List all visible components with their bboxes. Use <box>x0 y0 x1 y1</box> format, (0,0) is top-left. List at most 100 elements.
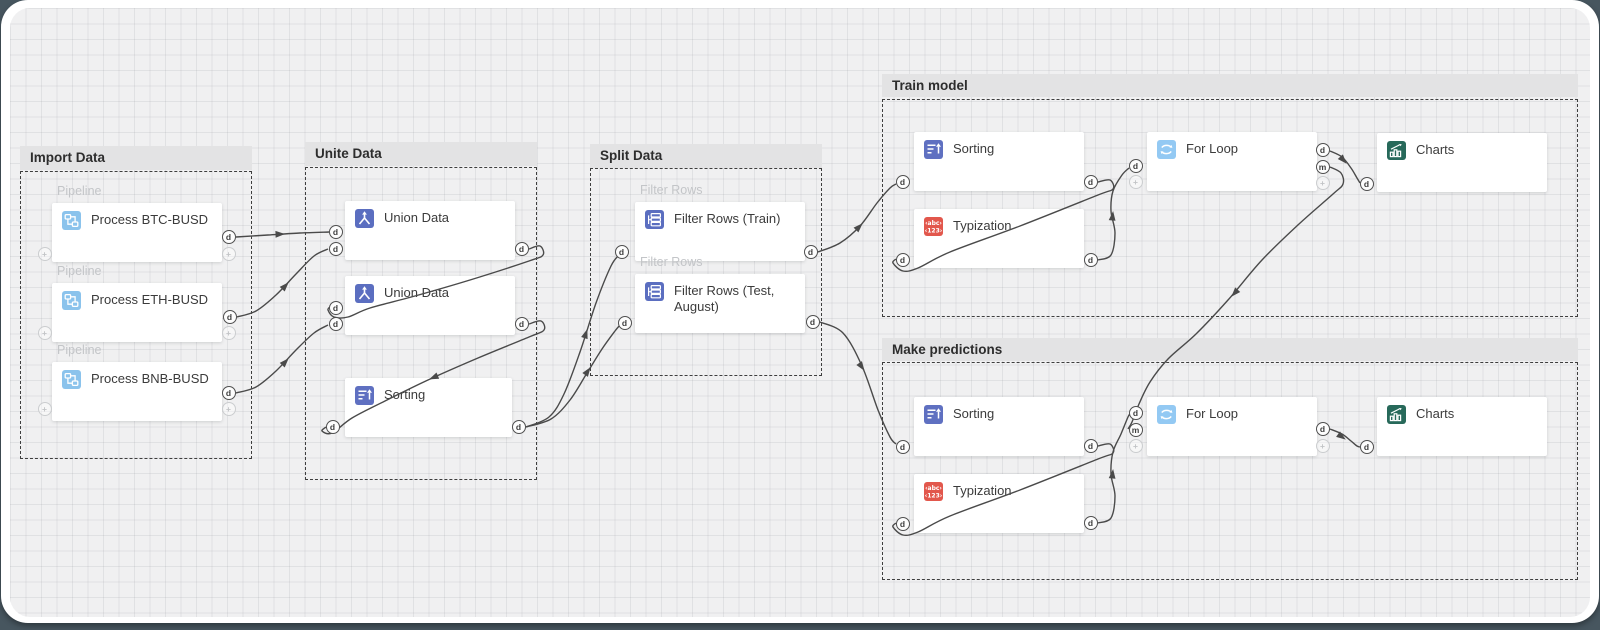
node-union-data-2[interactable]: Union Data <box>345 276 515 335</box>
svg-text:‹123›: ‹123› <box>925 492 943 499</box>
port-out-d-process-btc[interactable]: d <box>221 229 236 244</box>
node-ghost-label-filter-rows-train: Filter Rows <box>640 183 703 197</box>
node-label: Process BNB-BUSD <box>91 371 209 386</box>
union-icon <box>355 209 374 228</box>
connection-frtrain-to-tsort[interactable] <box>817 183 897 253</box>
port-out-d-sorting-unite[interactable]: d <box>511 419 526 434</box>
sorting-icon <box>924 405 943 424</box>
port-add-+-process-bnb[interactable]: + <box>221 401 236 416</box>
port-out-d-process-bnb[interactable]: d <box>221 385 236 400</box>
port-out-d-union-data-2[interactable]: d <box>514 316 529 331</box>
node-union-data-1[interactable]: Union Data <box>345 201 515 260</box>
pipeline-icon <box>62 370 81 389</box>
node-process-btc[interactable]: Process BTC-BUSD <box>52 203 222 262</box>
node-sorting-train[interactable]: Sorting <box>914 132 1084 191</box>
port-out-d-typization-pred[interactable]: d <box>1083 515 1098 530</box>
connection-tsort-to-ttyp[interactable] <box>892 179 1115 273</box>
node-forloop-pred[interactable]: For Loop <box>1147 397 1317 456</box>
group-header-make-predictions[interactable]: Make predictions <box>882 338 1578 361</box>
port-out-d-forloop-pred[interactable]: d <box>1315 421 1330 436</box>
port-add-+-forloop-pred[interactable]: + <box>1315 438 1330 453</box>
node-process-bnb[interactable]: Process BNB-BUSD <box>52 362 222 421</box>
port-out-d-sorting-pred[interactable]: d <box>1083 438 1098 453</box>
node-sorting-unite[interactable]: Sorting <box>345 378 512 437</box>
port-out-m-forloop-train[interactable]: m <box>1315 159 1330 174</box>
node-ghost-label-process-eth: Pipeline <box>57 264 102 278</box>
canvas-world: Import Data Unite Data Split Data Train mod… <box>10 8 1590 617</box>
connection-sorting-to-frtrain[interactable] <box>525 254 620 428</box>
group-header-import-data[interactable]: Import Data <box>20 146 252 170</box>
node-ghost-label-process-bnb: Pipeline <box>57 343 102 357</box>
port-in-d-union-data-2[interactable]: d <box>328 316 343 331</box>
port-in-m-forloop-pred[interactable]: m <box>1128 422 1143 437</box>
port-in-d-union-data-1[interactable]: d <box>328 224 343 239</box>
port-in-d-typization-train[interactable]: d <box>895 252 910 267</box>
node-label: Sorting <box>953 406 995 421</box>
node-filter-rows-test[interactable]: Filter Rows (Test, August) <box>635 274 805 333</box>
group-header-train-model[interactable]: Train model <box>882 74 1578 97</box>
port-add-+-forloop-pred[interactable]: + <box>1128 438 1143 453</box>
port-in-d-charts-train[interactable]: d <box>1359 176 1374 191</box>
port-out-d-filter-rows-train[interactable]: d <box>803 244 818 259</box>
group-box-make-predictions <box>882 362 1578 580</box>
port-in-d-sorting-pred[interactable]: d <box>895 439 910 454</box>
port-add-+-process-btc[interactable]: + <box>221 246 236 261</box>
connection-union2-to-sorting[interactable] <box>321 320 546 435</box>
pipeline-canvas[interactable]: Import Data Unite Data Split Data Train mod… <box>10 8 1590 617</box>
node-charts-pred[interactable]: Charts <box>1377 397 1547 456</box>
port-add-+-forloop-train[interactable]: + <box>1128 174 1143 189</box>
port-in-d-sorting-unite[interactable]: d <box>325 419 340 434</box>
port-in-d-sorting-train[interactable]: d <box>895 174 910 189</box>
node-label: Typization <box>953 483 1012 498</box>
node-charts-train[interactable]: Charts <box>1377 133 1547 192</box>
port-out-d-typization-train[interactable]: d <box>1083 252 1098 267</box>
node-process-eth[interactable]: Process ETH-BUSD <box>52 283 222 342</box>
connection-union1-to-union2[interactable] <box>327 245 545 319</box>
port-in-d-union-data-1[interactable]: d <box>328 241 343 256</box>
node-forloop-train[interactable]: For Loop <box>1147 132 1317 191</box>
node-ghost-label-filter-rows-test: Filter Rows <box>640 255 703 269</box>
port-in-d-forloop-pred[interactable]: d <box>1128 405 1143 420</box>
port-in-d-union-data-2[interactable]: d <box>328 300 343 315</box>
port-add-+-process-eth[interactable]: + <box>37 325 52 340</box>
port-out-d-union-data-1[interactable]: d <box>514 241 529 256</box>
node-typization-pred[interactable]: ‹abc›‹123›Typization <box>914 474 1084 533</box>
port-add-+-process-bnb[interactable]: + <box>37 401 52 416</box>
connection-mtyp-to-mloop[interactable] <box>1097 413 1131 524</box>
port-in-d-filter-rows-test[interactable]: d <box>617 315 632 330</box>
port-in-d-typization-pred[interactable]: d <box>895 516 910 531</box>
port-add-+-process-eth[interactable]: + <box>221 325 236 340</box>
port-in-d-filter-rows-train[interactable]: d <box>614 244 629 259</box>
node-label: Sorting <box>953 141 995 156</box>
forloop-icon <box>1157 140 1176 159</box>
port-out-d-forloop-train[interactable]: d <box>1315 142 1330 157</box>
port-out-d-process-eth[interactable]: d <box>222 309 237 324</box>
charts-icon <box>1387 141 1406 160</box>
connection-frtest-to-msort[interactable] <box>819 321 897 445</box>
connection-ttyp-to-tloop[interactable] <box>1097 167 1130 261</box>
filter-rows-icon <box>645 282 664 301</box>
node-sorting-pred[interactable]: Sorting <box>914 397 1084 456</box>
group-box-train-model <box>882 99 1578 317</box>
node-label: Typization <box>953 218 1012 233</box>
group-header-unite-data[interactable]: Unite Data <box>305 142 537 166</box>
group-box-import-data <box>20 171 252 459</box>
node-typization-train[interactable]: ‹abc›‹123› Typization <box>914 209 1084 268</box>
group-header-split-data[interactable]: Split Data <box>590 144 822 168</box>
typization-icon: ‹abc›‹123› <box>924 217 943 236</box>
node-label: Charts <box>1416 142 1455 157</box>
filter-rows-icon <box>645 210 664 229</box>
port-out-d-filter-rows-test[interactable]: d <box>805 314 820 329</box>
port-out-d-sorting-train[interactable]: d <box>1083 174 1098 189</box>
node-label: For Loop <box>1186 406 1239 421</box>
connection-tloop-m-to-mloop-m[interactable] <box>1127 166 1345 430</box>
node-filter-rows-train[interactable]: Filter Rows (Train) <box>635 202 805 261</box>
group-box-unite-data <box>305 167 537 480</box>
port-add-+-process-btc[interactable]: + <box>37 246 52 261</box>
node-label: For Loop <box>1186 141 1239 156</box>
node-label: Process ETH-BUSD <box>91 292 209 307</box>
pipeline-icon <box>62 211 81 230</box>
port-in-d-forloop-train[interactable]: d <box>1128 158 1143 173</box>
port-add-+-forloop-train[interactable]: + <box>1315 175 1330 190</box>
port-in-d-charts-pred[interactable]: d <box>1359 439 1374 454</box>
